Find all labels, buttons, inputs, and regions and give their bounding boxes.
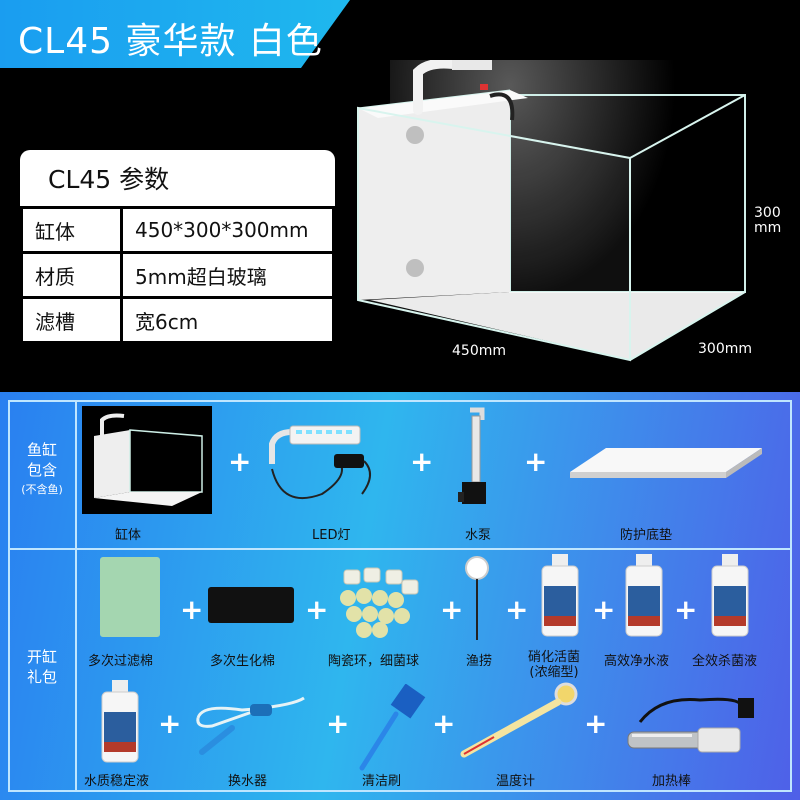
- plus-sign: +: [432, 707, 456, 740]
- plus-sign: +: [228, 445, 252, 478]
- included-label-line1: 鱼缸: [26, 441, 57, 459]
- spec-row: 材质 5mm超白玻璃: [20, 251, 335, 299]
- contents-panel: 鱼缸 包含 (不含鱼) 开缸 礼包 缸体 +: [0, 392, 800, 800]
- item-label-bacteria: 硝化活菌 (浓缩型): [528, 650, 581, 680]
- item-label-bio-sponge: 多次生化棉: [210, 654, 276, 669]
- filter-cotton-image: [100, 557, 160, 637]
- hero-section: CL45 豪华款 白色 CL45 参数 缸体 450*300*300mm 材质 …: [0, 0, 800, 392]
- included-label-line2: 包含: [26, 461, 57, 479]
- product-title: CL45 豪华款 白色: [18, 21, 323, 62]
- dimension-depth: 300mm: [698, 341, 752, 357]
- bacteria-bottle-image: [538, 552, 582, 642]
- protective-mat-image: [566, 442, 766, 486]
- spec-key: 材质: [20, 251, 123, 299]
- thermometer-image: [454, 680, 584, 764]
- spec-key: 缸体: [20, 206, 123, 254]
- plus-sign: +: [440, 593, 464, 626]
- item-label-tank: 缸体: [115, 528, 142, 543]
- spec-row: 滤槽 宽6cm: [20, 296, 335, 344]
- item-label-water-changer: 换水器: [228, 774, 268, 789]
- spec-card: CL45 参数 缸体 450*300*300mm 材质 5mm超白玻璃 滤槽 宽…: [20, 150, 335, 344]
- item-label-ceramic-rings: 陶瓷环，细菌球: [328, 654, 420, 669]
- spec-table: 缸体 450*300*300mm 材质 5mm超白玻璃 滤槽 宽6cm: [20, 206, 335, 344]
- section-divider: [8, 548, 792, 550]
- gift-section-label: 开缸 礼包: [8, 647, 76, 687]
- spec-value: 450*300*300mm: [120, 206, 335, 254]
- item-label-brush: 清洁刷: [362, 774, 402, 789]
- water-changer-image: [192, 688, 312, 762]
- spec-value: 5mm超白玻璃: [120, 251, 335, 299]
- stabilizer-bottle-image: [98, 678, 142, 768]
- item-label-thermometer: 温度计: [496, 774, 536, 789]
- aquarium-tank-image: [357, 60, 746, 362]
- item-label-heater: 加热棒: [652, 774, 692, 789]
- tank-thumbnail: [82, 406, 212, 514]
- item-label-filter-cotton: 多次过滤棉: [88, 654, 154, 669]
- item-label-mat: 防护底垫: [620, 528, 673, 543]
- plus-sign: +: [674, 593, 698, 626]
- spec-key: 滤槽: [20, 296, 123, 344]
- item-label-led: LED灯: [312, 528, 351, 543]
- gift-label-line1: 开缸: [26, 648, 57, 666]
- cleaning-brush-image: [356, 683, 426, 778]
- spec-row: 缸体 450*300*300mm: [20, 206, 335, 254]
- included-section-label: 鱼缸 包含 (不含鱼): [8, 440, 76, 500]
- included-note: (不含鱼): [21, 483, 63, 496]
- plus-sign: +: [524, 445, 548, 478]
- water-pump-image: [452, 402, 502, 516]
- heater-image: [620, 692, 770, 766]
- plus-sign: +: [326, 707, 350, 740]
- sterilizer-bottle-image: [708, 552, 752, 642]
- plus-sign: +: [584, 707, 608, 740]
- item-label-stabilizer: 水质稳定液: [84, 774, 150, 789]
- led-light-image: [262, 414, 382, 518]
- label-column-divider: [75, 400, 77, 792]
- item-label-sterilizer: 全效杀菌液: [692, 654, 758, 669]
- plus-sign: +: [592, 593, 616, 626]
- item-label-fish-net: 渔捞: [466, 654, 493, 669]
- plus-sign: +: [305, 593, 329, 626]
- spec-title: CL45 参数: [20, 150, 335, 206]
- panel-frame: [8, 400, 792, 792]
- plus-sign: +: [410, 445, 434, 478]
- purifier-bottle-image: [622, 552, 666, 642]
- plus-sign: +: [180, 593, 204, 626]
- plus-sign: +: [158, 707, 182, 740]
- plus-sign: +: [505, 593, 529, 626]
- ceramic-rings-image: [334, 562, 424, 646]
- bio-sponge-image: [208, 587, 294, 623]
- fish-net-image: [462, 554, 492, 648]
- gift-label-line2: 礼包: [26, 668, 57, 686]
- spec-value: 宽6cm: [120, 296, 335, 344]
- item-label-pump: 水泵: [465, 528, 492, 543]
- dimension-length: 450mm: [452, 343, 506, 359]
- item-label-purifier: 高效净水液: [604, 654, 670, 669]
- dimension-height: 300 mm: [754, 205, 782, 236]
- title-banner: [0, 0, 350, 68]
